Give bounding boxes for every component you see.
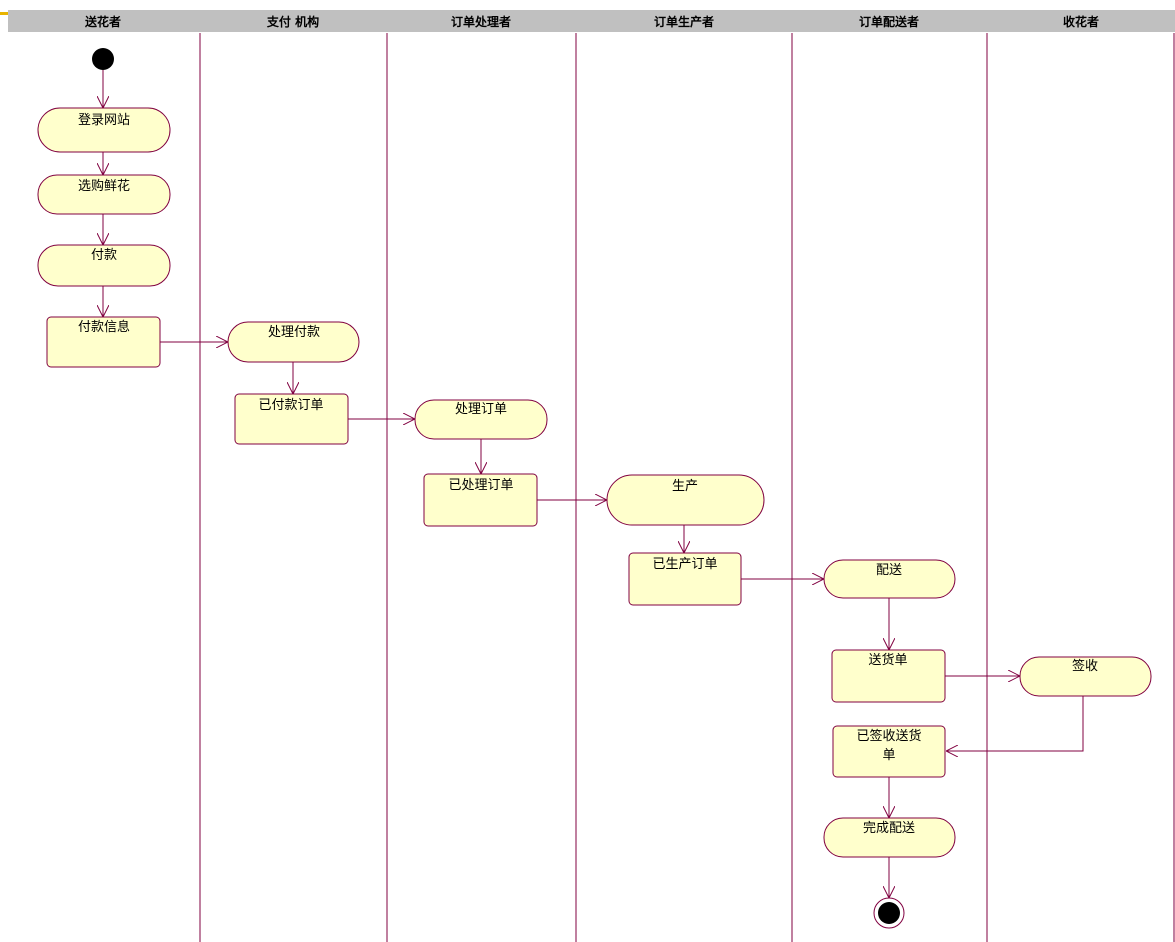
final-node <box>873 897 905 929</box>
lane-title-order-producer: 订单生产者 <box>654 14 714 29</box>
object-paid-order: 已付款订单 <box>234 393 349 445</box>
swimlane-header <box>8 10 1175 32</box>
object-label: 单 <box>882 748 895 763</box>
object-label: 送货单 <box>868 652 907 668</box>
activity-label: 登录网站 <box>78 113 130 128</box>
activity-process-payment: 处理付款 <box>227 321 360 363</box>
activity-label: 选购鲜花 <box>78 178 130 194</box>
object-label: 付款信息 <box>78 319 130 335</box>
lane-title-sender: 送花者 <box>84 14 121 29</box>
activity-process-order: 处理订单 <box>414 399 548 440</box>
activity-label: 生产 <box>672 479 698 494</box>
object-label: 已生产订单 <box>652 557 717 572</box>
lane-title-payment: 支付 机构 <box>266 14 319 29</box>
initial-node <box>92 48 114 70</box>
object-processed-order: 已处理订单 <box>423 473 538 527</box>
activity-login: 登录网站 <box>37 107 171 153</box>
object-delivery-note: 送货单 <box>831 649 946 703</box>
activity-select-flowers: 选购鲜花 <box>37 174 171 215</box>
lane-title-order-deliverer: 订单配送者 <box>859 14 919 29</box>
activity-label: 处理订单 <box>455 402 507 417</box>
activity-label: 签收 <box>1072 658 1098 674</box>
activity-label: 处理付款 <box>268 325 320 340</box>
activity-sign: 签收 <box>1019 656 1152 697</box>
lane-title-order-processor: 订单处理者 <box>451 14 511 29</box>
activity-label: 付款 <box>91 248 117 263</box>
flow-sign-to-signed-note <box>946 696 1084 751</box>
object-label: 已处理订单 <box>448 478 513 493</box>
object-produced-order: 已生产订单 <box>628 552 742 606</box>
lane-title-receiver: 收花者 <box>1063 14 1099 29</box>
activity-complete-delivery: 完成配送 <box>823 817 956 858</box>
object-label: 已付款订单 <box>258 398 323 413</box>
object-label: 已签收送货 <box>856 728 921 744</box>
activity-deliver: 配送 <box>823 559 956 599</box>
object-payment-info: 付款信息 <box>46 316 161 368</box>
activity-label: 完成配送 <box>863 821 915 836</box>
object-signed-delivery-note: 已签收送货 单 <box>832 725 946 778</box>
accent-mark <box>0 12 8 15</box>
activity-produce: 生产 <box>606 474 765 526</box>
activity-label: 配送 <box>876 563 902 578</box>
activity-pay: 付款 <box>37 244 171 287</box>
